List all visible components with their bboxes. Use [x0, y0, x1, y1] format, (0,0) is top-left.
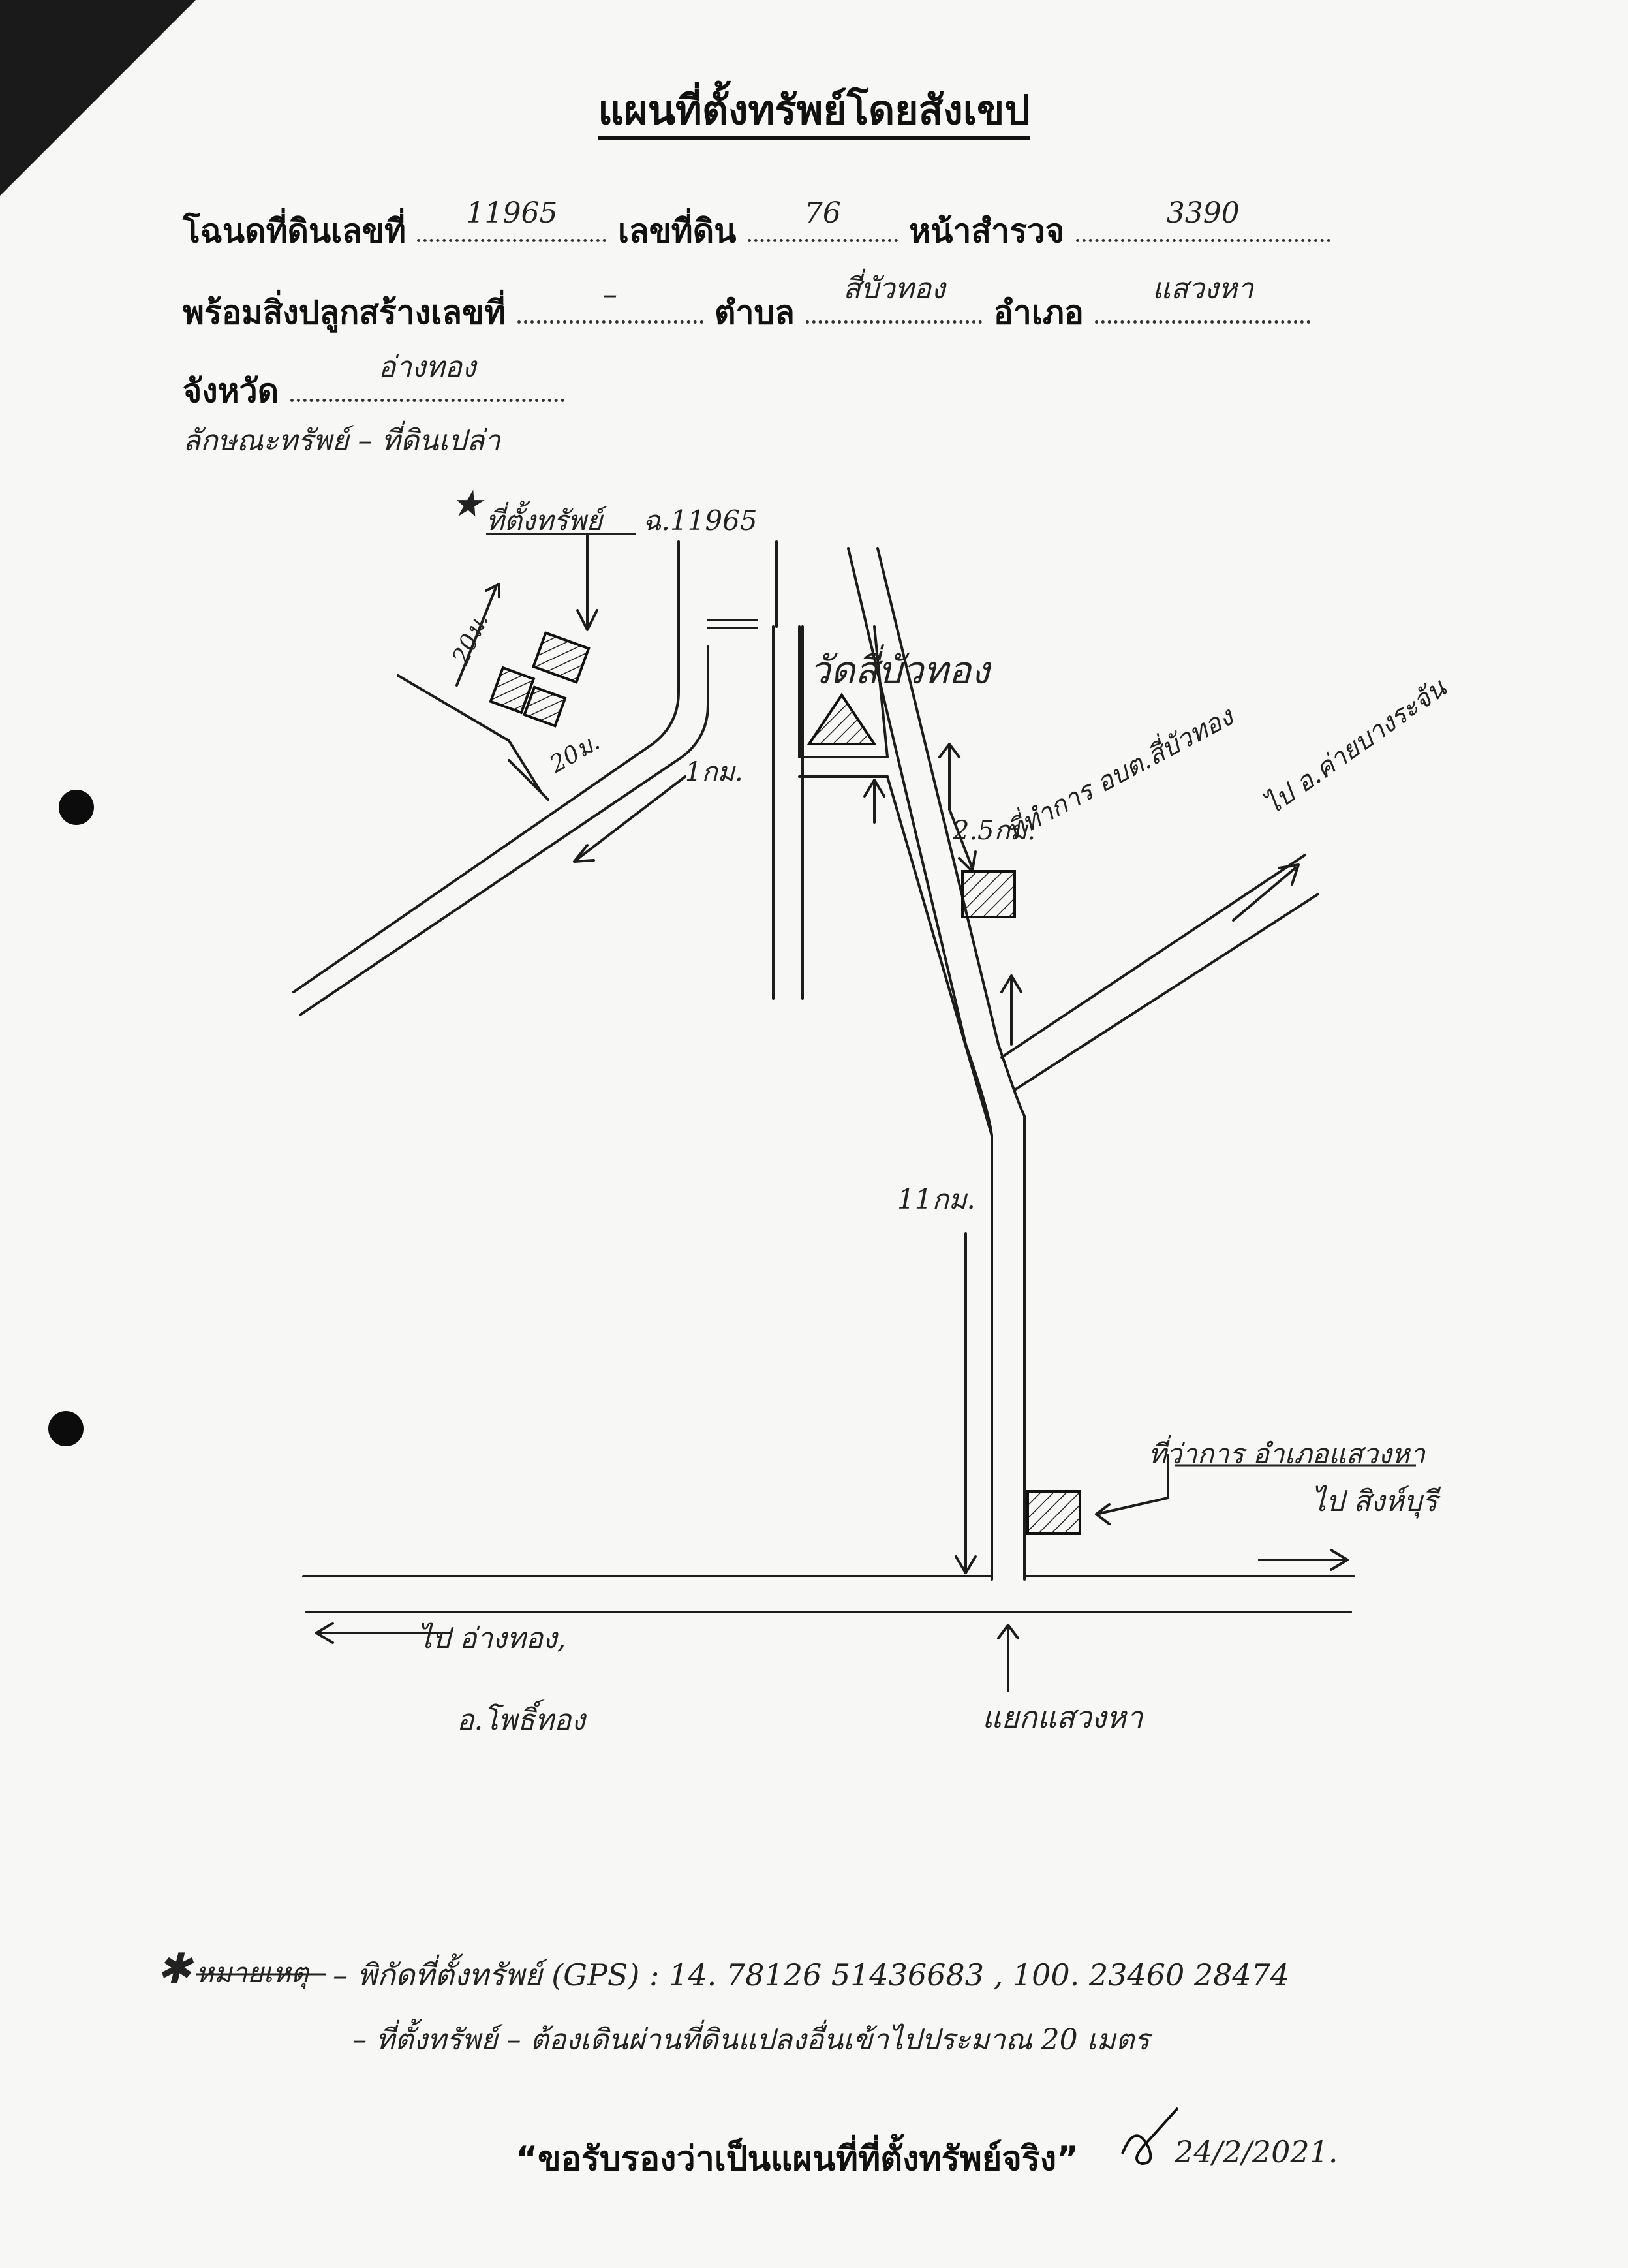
- field-row-building: พร้อมสิ่งปลูกสร้างเลขที่ – ตำบล สี่บัวทอ…: [183, 272, 1311, 339]
- subdistrict-label: ตำบล: [714, 294, 795, 332]
- district-label: อำเภอ: [993, 294, 1084, 332]
- deed-label: โฉนดที่ดินเลขที่: [183, 212, 407, 250]
- asset-lane-bottom: [508, 759, 549, 801]
- temple-block: [798, 625, 889, 758]
- page-title: แผนที่ตั้งทรัพย์โดยสังเขป: [0, 78, 1628, 142]
- asset-parcel-symbols: [489, 631, 591, 728]
- province-label: จังหวัด: [183, 372, 279, 410]
- certification-text: “ขอรับรองว่าเป็นแผนที่ที่ตั้งทรัพย์จริง”: [515, 2139, 1079, 2179]
- subdistrict-value: สี่บัวทอง: [843, 272, 945, 305]
- arrow-up-temple: [938, 743, 960, 811]
- notes-label: หมายเหตุ: [196, 1957, 309, 1989]
- asset-marker-label: ที่ตั้งทรัพย์: [486, 505, 603, 536]
- punch-hole-top: [59, 790, 94, 825]
- signature-date: 24/2/2021.: [1175, 2134, 1338, 2169]
- arrow-11km-down: [955, 1232, 977, 1574]
- sao-office-parcel: [961, 870, 1016, 918]
- notes-asterisk: ✱: [157, 1945, 192, 1993]
- signature: [1121, 2107, 1179, 2166]
- arrow-dim-20m: [455, 583, 500, 687]
- road-diagonal-upper: [292, 547, 680, 993]
- distance-1km-label: 1กม.: [685, 757, 743, 787]
- field-row-province: จังหวัด อ่างทอง: [183, 350, 564, 417]
- arrow-to-angthong: [315, 1622, 452, 1644]
- notes-gps-line: – พิกัดที่ตั้งทรัพย์ (GPS) : 14. 78126 5…: [333, 1957, 1290, 1993]
- temple-label: วัดสี่บัวทอง: [809, 648, 990, 692]
- arrow-branch: [1232, 863, 1300, 922]
- arrow-up-road: [1000, 974, 1022, 1046]
- to-pho-thong-label: อ.โพธิ์ทอง: [457, 1703, 585, 1737]
- arrow-to-office: [1095, 1454, 1169, 1525]
- to-angthong-label: ไป อ่างทอง,: [418, 1622, 566, 1655]
- field-row-deed: โฉนดที่ดินเลขที่ 11965 เลขที่ดิน 76 หน้า…: [183, 196, 1330, 257]
- district-value: แสวงหา: [1152, 272, 1253, 305]
- branch-road-lower: [1013, 893, 1319, 1091]
- province-value: อ่างทอง: [378, 350, 476, 384]
- distance-2.5km-label: 2.5กม.: [953, 816, 1036, 846]
- notes-access-line: – ที่ตั้งทรัพย์ – ต้องเดินผ่านที่ดินแปลง…: [352, 2023, 1150, 2057]
- to-singburi-label: ไป สิงห์บุรี: [1312, 1485, 1437, 1518]
- arrow-to-singburi: [1258, 1549, 1349, 1571]
- scan-corner-fold: [0, 0, 196, 196]
- arrow-1km-down: [573, 775, 686, 863]
- branch-road-upper: [1000, 854, 1306, 1059]
- survey-page-value: 3390: [1166, 196, 1240, 230]
- district-office-parcel: [1026, 1490, 1081, 1535]
- land-no-label: เลขที่ดิน: [617, 212, 737, 250]
- building-value: –: [603, 278, 618, 311]
- arrow-up-left: [863, 779, 885, 824]
- deed-value: 11965: [466, 196, 558, 230]
- building-label: พร้อมสิ่งปลูกสร้างเลขที่: [183, 294, 506, 332]
- junction-label: แยกแสวงหา: [982, 1700, 1143, 1735]
- arrow-junction-up: [997, 1624, 1019, 1692]
- survey-page-label: หน้าสำรวจ: [909, 212, 1065, 250]
- main-road-from-block: [886, 775, 993, 1137]
- punch-hole-bottom: [48, 1411, 84, 1446]
- asset-lane-top: [397, 674, 543, 794]
- district-office-label: ที่ว่าการ อำเภอแสวงหา: [1148, 1438, 1425, 1470]
- arrow-asset-down: [576, 534, 598, 631]
- temple-triangle: [806, 692, 877, 745]
- asset-type-note: ลักษณะทรัพย์ – ที่ดินเปล่า: [183, 424, 500, 458]
- main-road-right: [876, 547, 1026, 1581]
- distance-11km-label: 11กม.: [897, 1183, 975, 1215]
- road-diagonal-lower: [299, 645, 709, 1016]
- asset-star: ★: [450, 483, 484, 525]
- asset-deed-label: ฉ.11965: [643, 505, 758, 536]
- land-no-value: 76: [804, 196, 841, 230]
